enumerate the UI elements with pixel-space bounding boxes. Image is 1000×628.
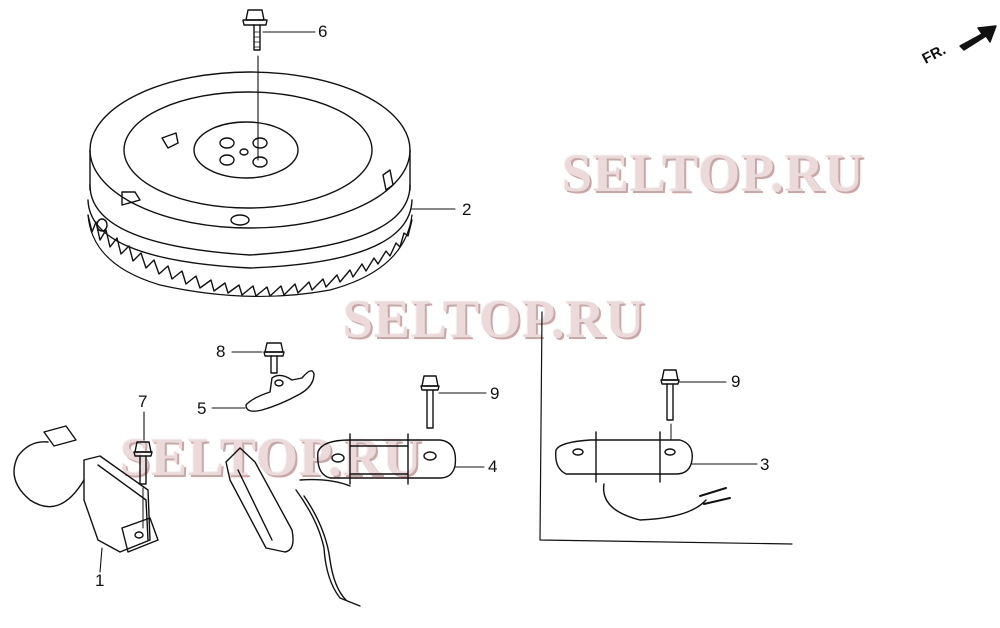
callout-2: 2 — [462, 200, 472, 219]
callout-7: 7 — [138, 392, 148, 411]
bolt-part-7 — [133, 411, 153, 529]
ignition-module-part-1 — [13, 425, 159, 573]
watermark-lower: SELTOP.RU — [120, 427, 423, 487]
callout-1: 1 — [95, 571, 105, 590]
callout-5: 5 — [197, 399, 207, 418]
charge-coil-part-3 — [555, 431, 758, 521]
exciter-coil — [225, 447, 361, 607]
bolt-part-9-right — [660, 369, 727, 441]
charge-coil-part-4 — [317, 433, 485, 485]
bolt-part-8 — [231, 342, 285, 374]
callout-3: 3 — [760, 455, 770, 474]
callout-4: 4 — [488, 457, 498, 476]
alternate-bracket-line — [539, 311, 793, 545]
flywheel-part-2 — [87, 71, 413, 298]
callout-9-right: 9 — [731, 372, 741, 391]
bolt-part-6 — [242, 9, 316, 161]
watermark-middle: SELTOP.RU — [343, 289, 646, 349]
callout-6: 6 — [318, 22, 328, 41]
bolt-part-9-left — [420, 375, 487, 429]
callout-8: 8 — [216, 342, 226, 361]
clamp-part-5 — [211, 370, 315, 412]
watermark-top: SELTOP.RU — [562, 143, 865, 203]
front-direction-arrow — [959, 25, 997, 51]
callout-9-left: 9 — [490, 384, 500, 403]
